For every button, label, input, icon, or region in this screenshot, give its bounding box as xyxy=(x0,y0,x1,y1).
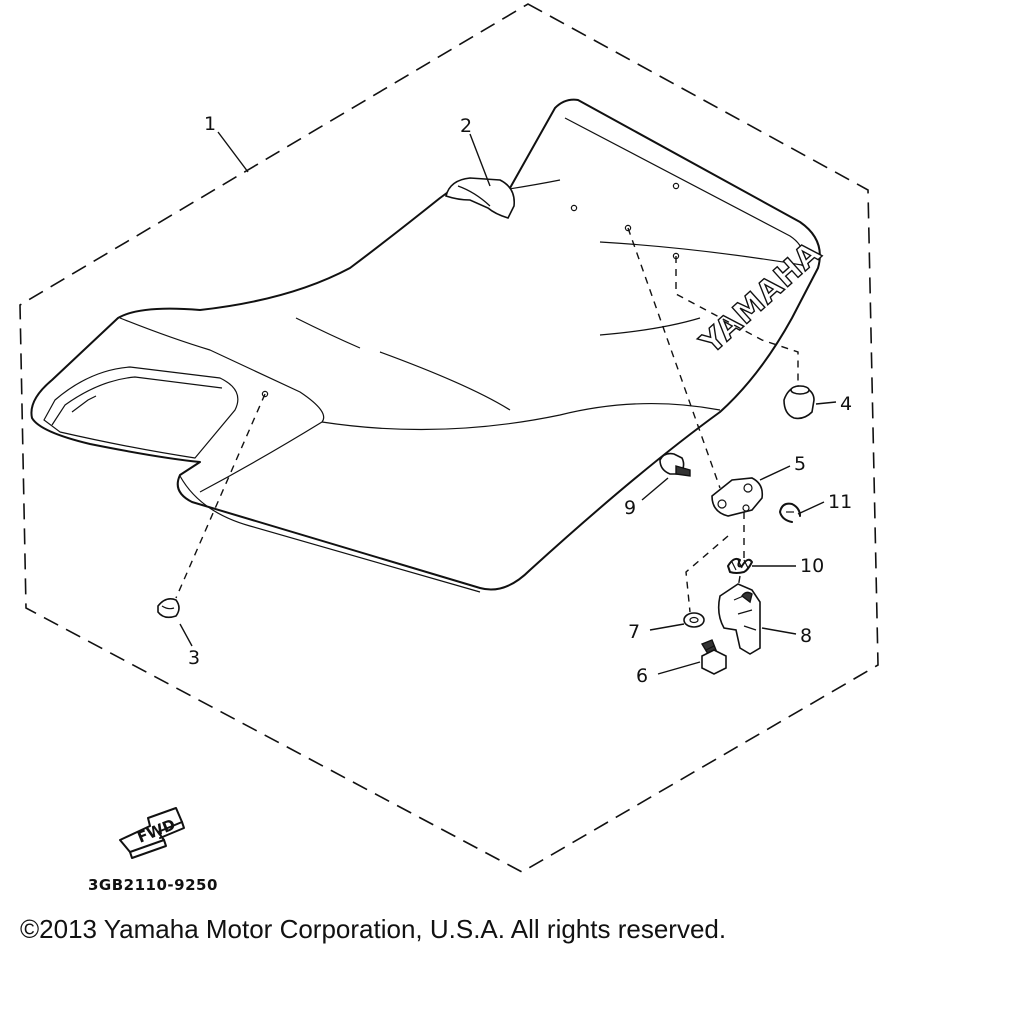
yamaha-lettering: YAMAHA xyxy=(693,235,828,362)
part-6-bolt[interactable] xyxy=(700,639,727,675)
callout-4: 4 xyxy=(840,393,852,415)
callout-3: 3 xyxy=(188,647,200,669)
copyright-notice: ©2013 Yamaha Motor Corporation, U.S.A. A… xyxy=(20,914,727,944)
part-9-stud[interactable] xyxy=(659,452,691,477)
part-5-bracket[interactable] xyxy=(711,477,764,517)
callout-7: 7 xyxy=(628,621,640,643)
callout-6: 6 xyxy=(636,665,648,687)
drawing-code: 3GB2110-9250 xyxy=(88,876,218,894)
part-4-cushion[interactable] xyxy=(783,385,815,420)
callout-11: 11 xyxy=(828,491,852,513)
callout-8: 8 xyxy=(800,625,812,647)
part-2-band[interactable] xyxy=(445,177,516,219)
callout-2: 2 xyxy=(460,115,472,137)
callout-5: 5 xyxy=(794,453,806,475)
fwd-arrow-icon: FWD xyxy=(119,807,185,859)
callout-10: 10 xyxy=(800,555,824,577)
callout-1: 1 xyxy=(204,113,216,135)
seat[interactable] xyxy=(30,98,821,593)
part-7-washer[interactable] xyxy=(683,612,705,628)
part-11-e-ring[interactable] xyxy=(779,502,801,523)
part-8-lever[interactable] xyxy=(717,583,761,655)
callout-9: 9 xyxy=(624,497,636,519)
part-10-spring[interactable] xyxy=(727,557,753,574)
part-3-damper[interactable] xyxy=(157,598,180,619)
assembly-boundary xyxy=(19,3,879,873)
